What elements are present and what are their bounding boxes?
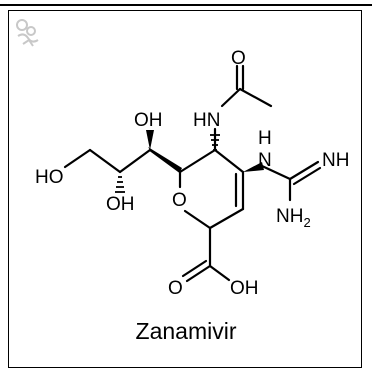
bond-c5-c4 — [178, 148, 217, 174]
bond-c8-o — [63, 148, 92, 169]
top-rule — [0, 4, 372, 6]
bond-c2-c1 — [208, 207, 245, 230]
atom-hn-acetamido: HN — [193, 110, 220, 131]
bond-c7-c8 — [88, 148, 122, 174]
wedge-c5 — [148, 147, 182, 172]
wedge-c6-oh — [146, 130, 154, 150]
atom-oh-top: OH — [134, 110, 163, 131]
atom-ho-left: HO — [35, 167, 64, 188]
hash-c4-n — [210, 134, 220, 151]
bond-c-oh — [208, 264, 231, 282]
atom-o-carbonyl: O — [231, 48, 246, 69]
bond-acetyl-n — [220, 87, 242, 108]
atom-o-carboxyl: O — [168, 278, 183, 299]
atom-o-ring: O — [172, 190, 187, 211]
bond-cg-nh-b — [292, 166, 322, 186]
atom-h-guanidino: H — [258, 128, 272, 149]
bond-c1-o — [183, 209, 212, 230]
atom-nh2: NH2 — [276, 206, 311, 230]
figure-caption: Zanamivir — [135, 318, 237, 344]
bond-c6-c7 — [118, 148, 152, 174]
hash-c7-oh — [115, 176, 125, 193]
watermark-logo — [16, 19, 39, 47]
bond-n-cg — [260, 164, 292, 181]
bond-acetyl-methyl — [238, 87, 273, 108]
bond-c-o-a — [185, 264, 212, 283]
atom-nh-imine: NH — [322, 150, 349, 171]
wedge-c3-n — [243, 162, 264, 172]
bond-cg-nh-a — [288, 160, 320, 181]
atom-oh-lower: OH — [106, 194, 135, 215]
figure-frame — [8, 10, 362, 368]
atom-oh-carboxyl: OH — [230, 278, 259, 299]
bond-c-o-b — [181, 259, 208, 278]
bond-c4-c3 — [213, 148, 245, 174]
atom-n-guanidino: N — [258, 150, 272, 171]
